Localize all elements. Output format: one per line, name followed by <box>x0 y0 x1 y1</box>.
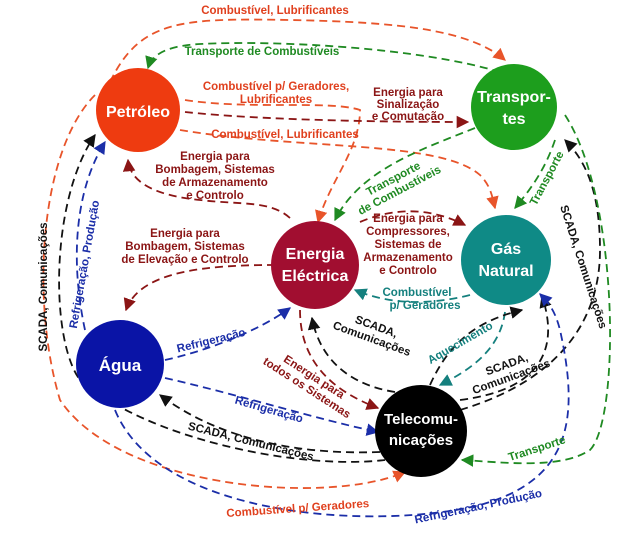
label-refrigeracao-agua-energia-wrap: Refrigeração <box>176 327 247 356</box>
node-petroleo-circle <box>96 68 180 152</box>
label-combustivel-geradores-gas-2: p/ Geradores <box>390 300 461 312</box>
node-transportes-label-1: Transpor- <box>477 89 551 106</box>
label-energia-sinalizacao-3: e Comutação <box>372 111 444 123</box>
edge-telecom-petroleo <box>58 133 386 463</box>
label-scada-left-wrap: SCADA, Comunicações <box>38 222 50 351</box>
label-scada-left: SCADA, Comunicações <box>38 222 50 351</box>
label-combustivel-geradores-gas-1: Combustível <box>382 287 451 299</box>
node-gas: Gás Natural <box>461 215 551 305</box>
label-refrigeracao-producao-left-wrap: Refrigeração, Produção <box>68 200 102 330</box>
node-gas-label-1: Gás <box>491 241 521 258</box>
node-transportes-circle <box>471 64 557 150</box>
node-telecom-label-2: nicações <box>389 432 453 449</box>
label-energia-bombagem-agua-2: Bombagem, Sistemas <box>125 241 245 253</box>
label-refrigeracao-agua-telecom: Refrigeração <box>233 395 304 426</box>
label-scada-gas-telecom-wrap: SCADA, Comunicações <box>471 352 552 397</box>
edge-agua-petroleo <box>75 140 106 331</box>
label-refrigeracao-producao-left: Refrigeração, Produção <box>68 200 102 330</box>
label-refrigeracao-producao-bottom: Refrigeração, Produção <box>414 488 543 527</box>
edge-agua-telecom <box>164 377 380 436</box>
label-combustivel-geradores-bottom: Combustível p/ Geradores <box>226 498 370 520</box>
edge-transportes-telecom <box>460 114 611 467</box>
node-agua-circle <box>76 320 164 408</box>
label-scada-agua-telecom-wrap: SCADA, Comunicações <box>187 421 315 464</box>
label-scada-right: SCADA, Comunicações <box>557 204 608 330</box>
label-energia-compressores-1: Energia para <box>373 213 443 225</box>
edge-petroleo-energia <box>184 99 361 224</box>
node-energia-circle <box>271 221 359 309</box>
edge-energia-telecom <box>299 309 380 410</box>
label-transporte-combustiveis: Transporte de Combustíveis <box>185 46 340 58</box>
label-scada-right-wrap: SCADA, Comunicações <box>557 204 608 330</box>
node-gas-label-2: Natural <box>478 263 533 280</box>
edge-energia-gas <box>359 210 467 226</box>
label-combustivel-geradores-1: Combustível p/ Geradores, <box>203 81 349 93</box>
label-refrigeracao-producao-bottom-wrap: Refrigeração, Produção <box>414 488 543 527</box>
edge-telecom-agua <box>158 394 381 454</box>
label-combustivel-geradores-bottom-wrap: Combustível p/ Geradores <box>226 498 370 520</box>
label-aquecimento: Aquecimento <box>426 320 495 367</box>
node-agua-label: Água <box>99 356 142 375</box>
label-energia-bombagem-petroleo-4: e Controlo <box>186 190 244 202</box>
edge-petroleo-telecom <box>42 94 407 489</box>
label-energia-compressores-2: Compressores, <box>366 226 450 238</box>
node-petroleo-label: Petróleo <box>106 104 170 121</box>
label-energia-bombagem-petroleo-1: Energia para <box>180 151 250 163</box>
edge-energia-agua <box>123 264 276 312</box>
node-agua: Água <box>76 320 164 408</box>
edge-telecom-gas-right <box>459 294 552 401</box>
label-energia-compressores-5: e Controlo <box>379 265 437 277</box>
node-energia-label-1: Energia <box>286 246 345 263</box>
edge-petroleo-gas <box>179 129 499 210</box>
edge-transportes-gas <box>514 139 556 209</box>
edge-energia-petroleo <box>122 158 291 219</box>
edge-petroleo-transportes-top <box>109 18 506 83</box>
label-refrigeracao-agua-energia: Refrigeração <box>176 327 247 356</box>
edge-telecom-energia <box>307 316 396 393</box>
label-combustivel-geradores-2: Lubrificantes <box>240 94 312 106</box>
edge-agua-gas <box>114 293 570 518</box>
edge-gas-telecom <box>438 311 506 386</box>
edge-agua-energia <box>164 307 292 361</box>
edge-telecom-gas <box>429 306 524 386</box>
node-telecom-label-1: Telecomu- <box>384 411 458 428</box>
node-petroleo: Petróleo <box>96 68 180 152</box>
node-gas-circle <box>461 215 551 305</box>
node-energia: Energia Eléctrica <box>271 221 359 309</box>
node-telecom: Telecomu- nicações <box>375 385 467 477</box>
edge-gas-energia <box>353 288 471 303</box>
label-energia-bombagem-agua-1: Energia para <box>150 228 220 240</box>
label-energia-compressores-4: Armazenamento <box>363 252 452 264</box>
edge-energia-transportes <box>184 111 470 129</box>
edge-telecom-transportes <box>459 139 601 411</box>
edge-transportes-petroleo <box>145 42 501 73</box>
label-combustivel-lubrificantes-top: Combustível, Lubrificantes <box>201 5 349 17</box>
label-scada-agua-telecom: SCADA, Comunicações <box>187 421 315 464</box>
label-energia-sinalizacao-2: Sinalização <box>377 99 440 111</box>
label-energia-bombagem-petroleo-2: Bombagem, Sistemas <box>155 164 275 176</box>
label-energia-bombagem-petroleo-3: de Armazenamento <box>162 177 268 189</box>
node-energia-label-2: Eléctrica <box>282 268 349 285</box>
label-refrigeracao-agua-telecom-wrap: Refrigeração <box>233 395 304 426</box>
node-transportes: Transpor- tes <box>471 64 557 150</box>
label-energia-sinalizacao-1: Energia para <box>373 87 443 99</box>
label-energia-bombagem-agua-3: de Elevação e Controlo <box>121 254 248 266</box>
node-transportes-label-2: tes <box>502 111 525 128</box>
label-scada-energia-telecom-wrap: SCADA, Comunicações <box>331 314 412 359</box>
label-energia-compressores-3: Sistemas de <box>374 239 441 251</box>
label-aquecimento-wrap: Aquecimento <box>426 320 495 367</box>
node-telecom-circle <box>375 385 467 477</box>
label-combustivel-lubrificantes-2: Combustível, Lubrificantes <box>211 129 359 141</box>
